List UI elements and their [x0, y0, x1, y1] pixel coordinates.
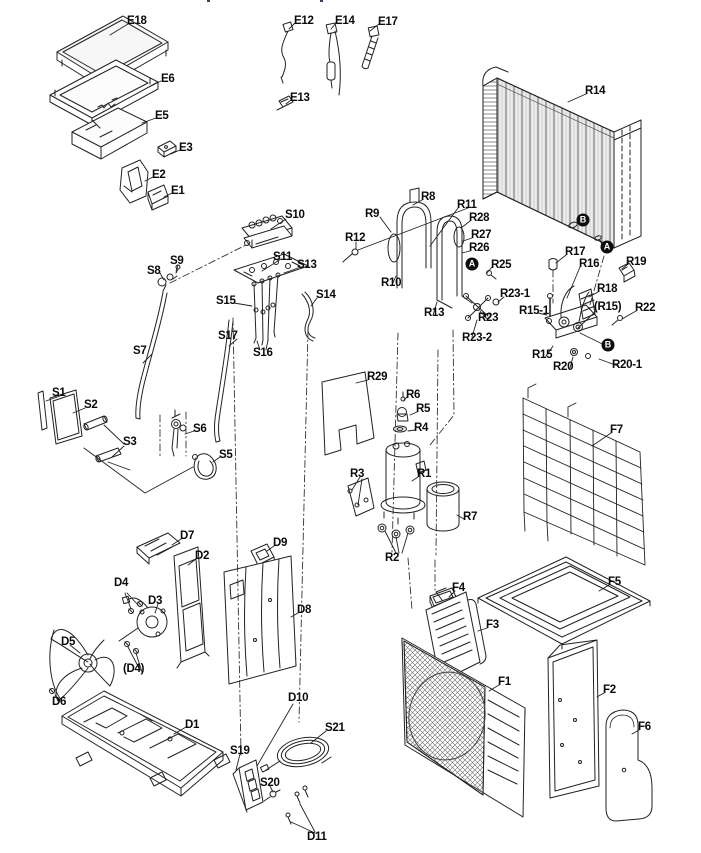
part-e18-lid	[56, 15, 169, 89]
part-s20-clamp	[263, 789, 281, 802]
part-s15-s16-bolts	[251, 272, 281, 346]
part-r12-screw	[342, 207, 469, 263]
part-s19-terminal	[232, 759, 264, 813]
part-s10-valve-block	[241, 214, 293, 249]
part-e17-sensor	[361, 25, 380, 70]
part-d5-propeller	[49, 629, 115, 702]
part-r2-grommets	[377, 523, 415, 539]
assembly-lines	[159, 242, 605, 756]
part-f6-pipe-cover	[605, 709, 653, 822]
part-f1-front-grille	[401, 637, 526, 818]
part-f5-top-panel	[477, 556, 651, 650]
part-e5-chassis	[71, 107, 148, 160]
part-r15-bracket-cluster	[544, 258, 636, 359]
part-r29-panel	[321, 371, 375, 456]
part-d7-bracket	[136, 532, 181, 565]
part-e14-thermistor	[325, 22, 341, 96]
leader-lines	[45, 22, 640, 834]
part-e3	[157, 140, 177, 158]
part-e13-connector	[276, 95, 294, 111]
part-d11-screws	[285, 785, 309, 825]
part-d6-screw	[49, 688, 55, 694]
part-d8-partition	[223, 555, 297, 685]
part-e1-plate	[147, 184, 169, 211]
part-d1-base-pan	[61, 690, 231, 797]
part-r1-compressor	[380, 441, 427, 525]
part-e2-bracket	[119, 159, 149, 204]
part-s1-s2-s3	[37, 389, 131, 471]
part-s5-hose	[192, 453, 217, 480]
part-d3-fan-motor	[118, 595, 168, 642]
part-r23-valve-cluster	[463, 270, 500, 321]
part-f7-wire-guard	[522, 383, 646, 566]
part-d4-screws	[124, 601, 143, 654]
part-r7-accumulator	[426, 481, 460, 532]
part-r14-heat-exchanger	[482, 66, 642, 250]
part-s11-s13-plate	[233, 253, 309, 284]
top-edge-artifacts	[207, 0, 323, 2]
part-r8-r13-pipes	[387, 187, 473, 309]
part-f2-side-panel	[547, 639, 600, 799]
part-r4-r5-r6-fittings	[393, 391, 409, 433]
part-s7-tube	[135, 291, 168, 420]
part-s21-cable-coil	[259, 736, 332, 773]
part-s14-pipe	[301, 291, 316, 342]
part-e12-thermistor	[280, 21, 294, 84]
part-d2-frame	[173, 546, 210, 669]
part-s17-tube	[214, 319, 234, 443]
part-r3-bracket	[347, 477, 375, 517]
part-s6-valve	[171, 409, 187, 457]
